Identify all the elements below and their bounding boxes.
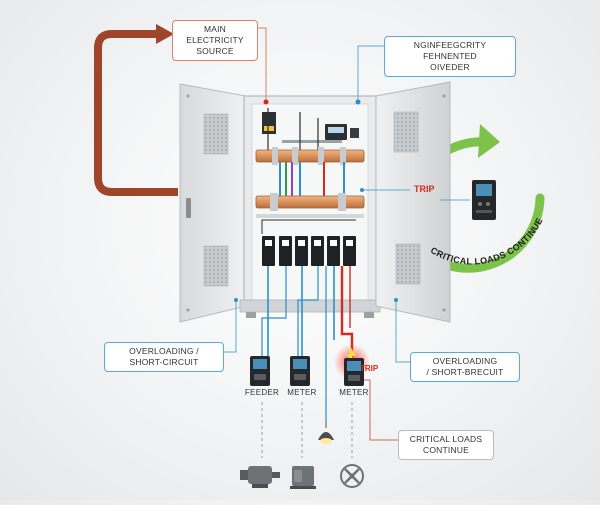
callout-leaders <box>224 27 470 363</box>
right-fault-callout: OVERLOADING / SHORT-BRECUIT <box>410 352 520 382</box>
top-right-line1: NGINFEEGCRITY FEHNENTED <box>413 40 487 61</box>
top-right-callout: NGINFEEGCRITY FEHNENTED OIVEDER <box>384 36 516 77</box>
phase-wires <box>279 162 345 196</box>
trip-label-upper: TRIP <box>414 184 435 194</box>
main-source-line1: MAIN ELECTRICITY <box>186 24 244 45</box>
lamp-icon <box>318 420 334 444</box>
critical-loads-callout: CRITICAL LOADS CONTINUE <box>398 430 494 460</box>
load-lines <box>261 402 353 458</box>
left-door <box>179 83 247 323</box>
pump-icon <box>290 466 316 489</box>
motor-icon <box>240 466 280 488</box>
fan-icon <box>340 464 364 488</box>
left-fault-line2: SHORT-CIRCUIT <box>129 357 199 367</box>
meter-device-icon <box>250 356 364 386</box>
critical-box-line2: CONTINUE <box>423 445 469 455</box>
main-source-callout: MAIN ELECTRICITY SOURCE <box>172 20 258 61</box>
upper-busbar <box>255 147 365 165</box>
top-right-line2: OIVEDER <box>430 62 470 72</box>
right-fault-line2: / SHORT-BRECUIT <box>426 367 504 377</box>
critical-box-line1: CRITICAL LOADS <box>409 434 483 444</box>
lower-busbar <box>255 193 365 218</box>
main-source-line2: SOURCE <box>196 46 234 56</box>
meter-label-2: METER <box>339 388 369 397</box>
breaker-icon <box>261 219 356 266</box>
feeder-label: FEEDER <box>244 388 280 397</box>
meter-label-1: METER <box>287 388 317 397</box>
right-fault-line1: OVERLOADING <box>432 356 498 366</box>
interior-wiring <box>262 108 359 150</box>
outgoing-feeders <box>261 266 335 420</box>
supply-arrow <box>94 24 178 196</box>
left-fault-callout: OVERLOADING / SHORT-CIRCUIT <box>104 342 224 372</box>
trip-label-lower: TRIP <box>360 364 379 373</box>
left-fault-line1: OVERLOADING / <box>129 346 199 356</box>
relay-device-icon <box>472 180 496 220</box>
right-door <box>375 81 451 323</box>
